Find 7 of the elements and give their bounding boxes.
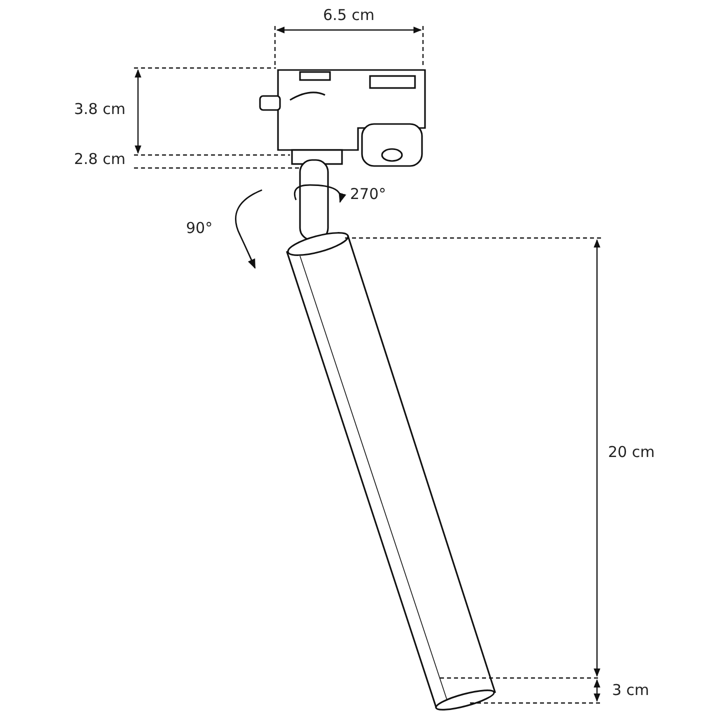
rotation-label: 90° xyxy=(186,219,213,237)
dimension-label: 3 cm xyxy=(612,681,650,699)
dimension-label: 3.8 cm xyxy=(74,100,126,118)
rotation-label: 270° xyxy=(350,185,386,203)
dimension-label: 2.8 cm xyxy=(74,150,126,168)
dimension-label: 6.5 cm xyxy=(323,6,374,24)
dimension-label: 20 cm xyxy=(608,443,655,461)
